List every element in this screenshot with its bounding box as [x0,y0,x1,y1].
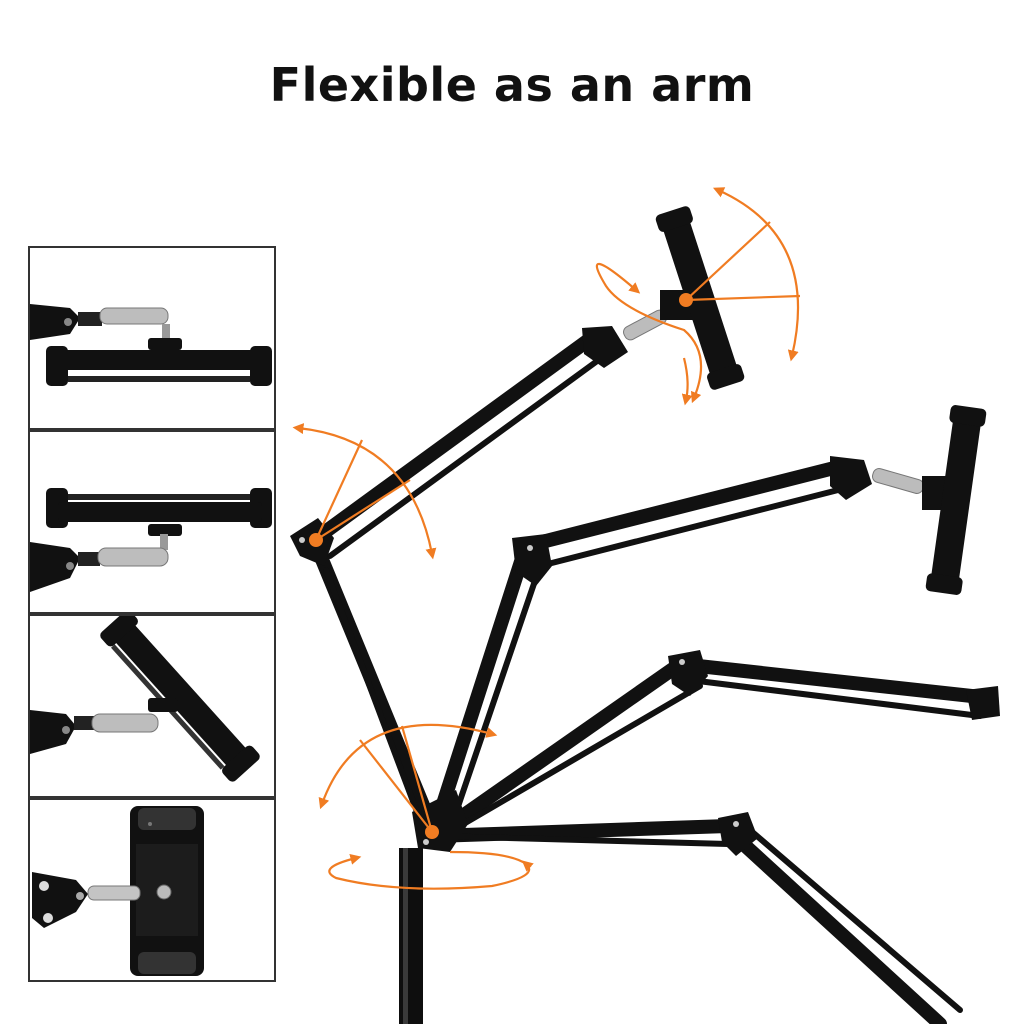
detail-panel-tilted [28,614,276,798]
detail-panel-vertical [28,798,276,982]
rotation-arrow-icon [292,187,801,890]
arm-position-lower [427,657,997,1024]
pivot-dot-icon [309,293,693,839]
headline: Flexible as an arm [269,58,755,112]
arm-position-middle [427,459,849,839]
detail-panel-horizontal-below [28,246,276,430]
detail-panel-horizontal-above [28,430,276,614]
